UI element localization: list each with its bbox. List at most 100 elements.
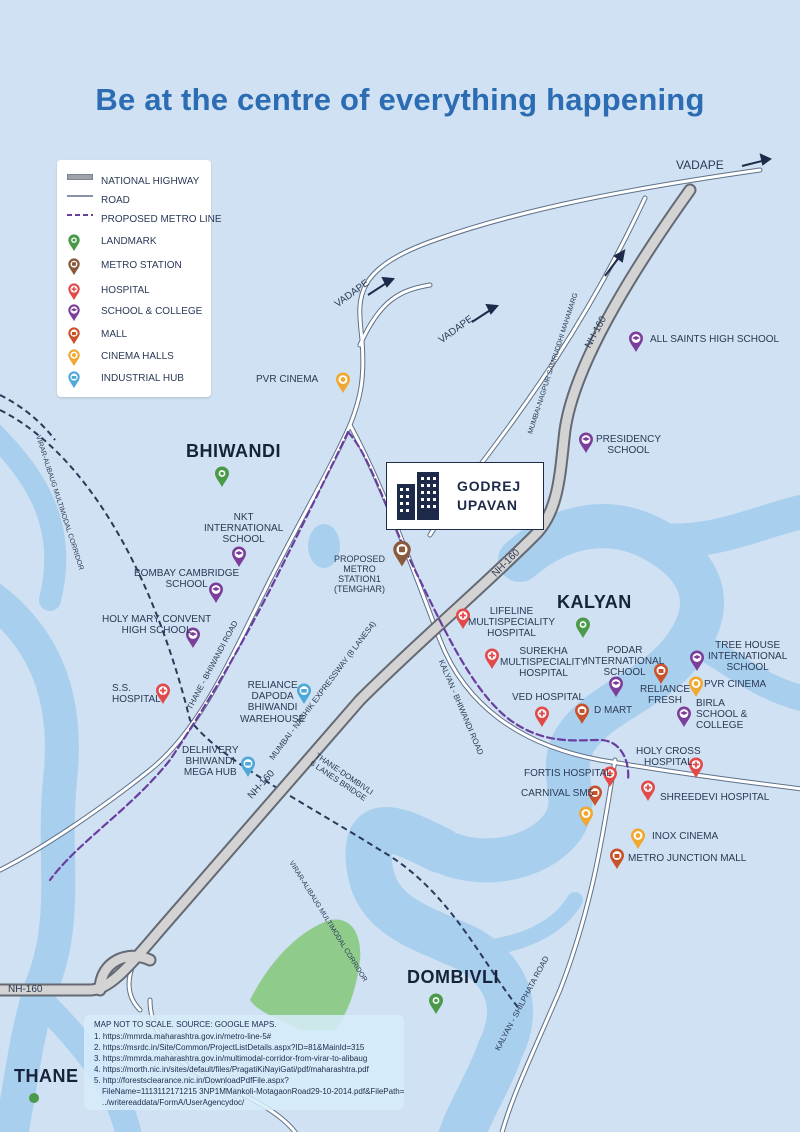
dmart-pin-icon[interactable] (574, 703, 590, 725)
podar-label: PODAR INTERNATIONAL SCHOOL (585, 645, 665, 679)
cinema-pin-icon (68, 349, 80, 367)
carnival-label: CARNIVAL SM5 (521, 788, 594, 799)
source-line[interactable]: 1. https://mmrda.maharashtra.gov.in/metr… (94, 1032, 272, 1041)
holy-mary-school-pin-icon[interactable] (185, 627, 201, 649)
surekha-hospital-pin-icon[interactable] (484, 648, 500, 670)
reliance-fresh-label: RELIANCE FRESH (640, 684, 691, 707)
city-kalyan: KALYAN (557, 592, 632, 612)
bhiwandi-landmark-pin-icon[interactable] (214, 466, 230, 488)
project-name-line1: GODREJ (457, 478, 521, 494)
legend-label: HOSPITAL (101, 284, 150, 296)
school-pin-icon (68, 304, 80, 322)
legend-label: NATIONAL HIGHWAY (101, 175, 200, 187)
vadape-top-label: VADAPE (676, 158, 724, 172)
legend-label: PROPOSED METRO LINE (101, 213, 222, 225)
metro-station-pin-icon[interactable] (392, 540, 412, 568)
river-east-lower (677, 627, 800, 711)
source-heading: MAP NOT TO SCALE. SOURCE: GOOGLE MAPS. (94, 1020, 277, 1029)
kalyan-landmark-pin-icon[interactable] (575, 617, 591, 639)
building-icon (397, 472, 439, 520)
tree-house-label: TREE HOUSE INTERNATIONAL SCHOOL (708, 640, 788, 674)
legend-label: INDUSTRIAL HUB (101, 372, 184, 384)
legend-cinema: CINEMA HALLS (67, 349, 174, 367)
hospital-pin-icon (68, 283, 80, 301)
carnival-sm5-pin-icon[interactable] (587, 785, 603, 807)
legend-road: ROAD (67, 193, 130, 207)
ss-hospital-pin-icon[interactable] (155, 683, 171, 705)
green-area (250, 919, 361, 1030)
project-name-line2: UPAVAN (457, 496, 518, 513)
delhivery-label: DELHIVERY BHIWANDI MEGA HUB (182, 745, 239, 779)
metro-station-pin-icon (68, 258, 80, 276)
source-line[interactable]: 2. https://msrdc.in/Site/Common/ProjectL… (94, 1043, 365, 1052)
ved-hospital-label: VED HOSPITAL (512, 692, 585, 703)
holy-mary-label: HOLY MARY CONVENT HIGH SCHOOL (102, 614, 212, 637)
pvr-cinema-left-pin-icon[interactable] (335, 372, 351, 394)
nkt-school-pin-icon[interactable] (231, 546, 247, 568)
legend-label: METRO STATION (101, 259, 182, 271)
birla-school-pin-icon[interactable] (676, 706, 692, 728)
river-main (418, 504, 724, 883)
ved-hospital-pin-icon[interactable] (534, 706, 550, 728)
source-line[interactable]: ../writereaddata/FormA/UserAgencydoc/ (102, 1098, 245, 1107)
legend-landmark: LANDMARK (67, 234, 157, 252)
all-saints-label: ALL SAINTS HIGH SCHOOL (650, 334, 780, 345)
surekha-label: SUREKHA MULTISPECIALITY HOSPITAL (500, 646, 588, 680)
legend-label: SCHOOL & COLLEGE (101, 305, 203, 317)
metro-station-label: PROPOSED METRO STATION1 (TEMGHAR) (334, 554, 386, 595)
legend-label: LANDMARK (101, 235, 157, 247)
all-saints-school-pin-icon[interactable] (628, 331, 644, 353)
page-title: Be at the centre of everything happening (95, 82, 705, 117)
fortis-label: FORTIS HOSPITAL (524, 768, 612, 779)
metro-junction-mall-pin-icon[interactable] (609, 848, 625, 870)
highway-swatch-icon (67, 174, 93, 180)
reliance-dapoda-pin-icon[interactable] (296, 683, 312, 705)
legend-metro-line: PROPOSED METRO LINE (67, 212, 222, 226)
holy-cross-hospital-pin-icon[interactable] (688, 757, 704, 779)
river-south (345, 807, 533, 1132)
source-line[interactable]: FileName=1113112171215 3NP1MMankoli-Mota… (102, 1087, 405, 1096)
legend-hospital: HOSPITAL (67, 283, 150, 301)
legend-metro-station: METRO STATION (67, 258, 182, 276)
inox-label: INOX CINEMA (652, 831, 719, 842)
mall-pin-icon (68, 327, 80, 345)
delhivery-hub-pin-icon[interactable] (240, 756, 256, 778)
birla-label: BIRLA SCHOOL & COLLEGE (696, 698, 748, 732)
city-thane: THANE (14, 1066, 79, 1086)
tree-house-school-pin-icon[interactable] (689, 650, 705, 672)
holy-cross-label: HOLY CROSS HOSPITAL (636, 746, 701, 769)
metro-line-swatch-icon (67, 214, 93, 216)
dombivli-landmark-pin-icon[interactable] (428, 993, 444, 1015)
shreedevi-label: SHREEDEVI HOSPITAL (660, 792, 770, 803)
national-highways (0, 183, 697, 997)
legend-label: ROAD (101, 194, 130, 206)
bombay-cambridge-label: BOMBAY CAMBRIDGE SCHOOL (134, 568, 240, 591)
reliance-fresh-pin-icon[interactable] (653, 663, 669, 685)
landmark-pin-icon (68, 234, 80, 252)
metro-junction-label: METRO JUNCTION MALL (628, 853, 747, 864)
industrial-pin-icon (68, 371, 80, 389)
legend-industrial: INDUSTRIAL HUB (67, 371, 184, 389)
pvr-cinema-right-label: PVR CINEMA (704, 679, 767, 690)
bombay-cambridge-school-pin-icon[interactable] (208, 582, 224, 604)
source-line[interactable]: 4. https://morth.nic.in/sites/default/fi… (94, 1065, 369, 1074)
shreedevi-hospital-pin-icon[interactable] (640, 780, 656, 802)
presidency-school-pin-icon[interactable] (578, 432, 594, 454)
cinema-small-pin-icon[interactable] (578, 806, 594, 828)
multimodal-corridor (0, 394, 521, 1011)
river-side-channel (462, 892, 583, 958)
nh160-label-west: NH-160 (8, 984, 43, 995)
godrej-upavan-marker[interactable]: GODREJ UPAVAN (386, 462, 544, 530)
source-line[interactable]: 5. http://forestsclearance.nic.in/Downlo… (94, 1076, 289, 1085)
dmart-label: D MART (594, 705, 633, 716)
ss-hospital-label: S.S. HOSPITAL (112, 683, 161, 706)
fortis-hospital-pin-icon[interactable] (602, 766, 618, 788)
podar-school-pin-icon[interactable] (608, 676, 624, 698)
source-line[interactable]: 3. https://mmrda.maharashtra.gov.in/mult… (94, 1054, 368, 1063)
inox-cinema-pin-icon[interactable] (630, 828, 646, 850)
legend-mall: MALL (67, 327, 127, 345)
pvr-cinema-right-pin-icon[interactable] (688, 676, 704, 698)
lifeline-hospital-pin-icon[interactable] (455, 608, 471, 630)
